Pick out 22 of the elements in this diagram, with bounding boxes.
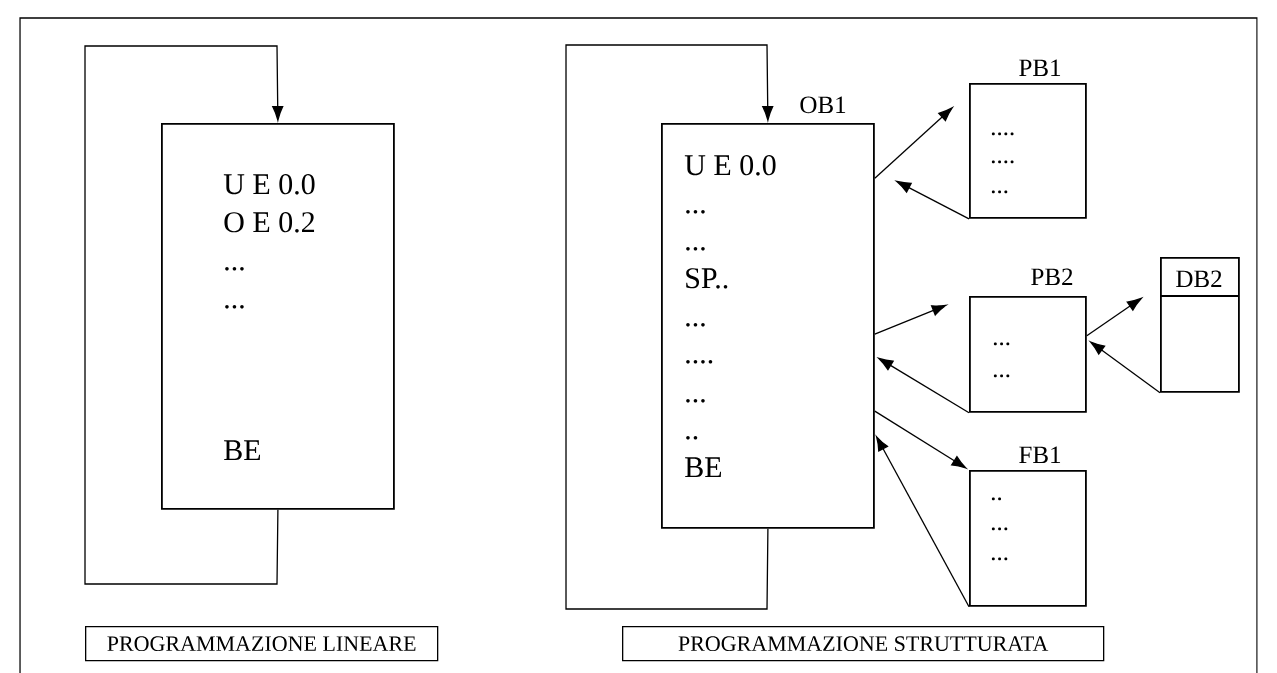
code-block: U E 0.0 O E 0.2 ... ... BE	[161, 123, 395, 510]
arrow	[874, 410, 967, 469]
node-label: OB1	[800, 96, 846, 114]
code-block: OB1 U E 0.0 ... ... SP.. ... .... ... .. BE	[661, 96, 875, 529]
arrow	[876, 436, 970, 608]
arrow	[896, 180, 970, 220]
loop-arrow	[84, 45, 284, 585]
arrow	[874, 304, 947, 335]
node-label: FB1	[1019, 446, 1061, 464]
arrow	[878, 357, 970, 414]
caption-box: PROGRAMMAZIONE STRUTTURATA	[622, 626, 1105, 662]
node-label: PB1	[1019, 59, 1061, 77]
arrow	[1086, 297, 1142, 337]
arrow	[1090, 341, 1161, 394]
code-block: PB1 .... .... ...	[969, 59, 1087, 219]
code-block: FB1 .. ... ...	[969, 446, 1087, 607]
caption-box: PROGRAMMAZIONE LINEARE	[85, 626, 439, 662]
arrow	[874, 107, 953, 179]
code-block: PB2 ... ...	[969, 268, 1087, 413]
loop-arrow	[565, 44, 774, 610]
node-label: PB2	[1031, 268, 1073, 286]
data-block: DB2	[1159, 257, 1240, 393]
